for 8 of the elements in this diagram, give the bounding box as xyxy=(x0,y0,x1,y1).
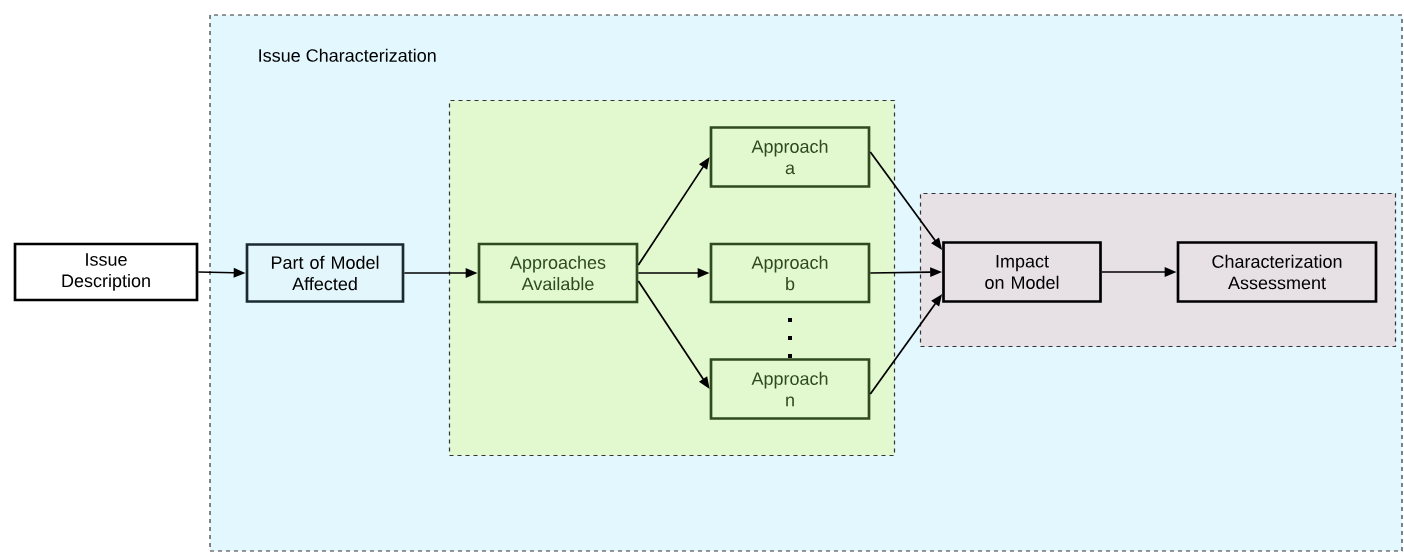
process-box: Approaches Available xyxy=(477,242,639,304)
process-box: Impact on Model xyxy=(942,241,1102,303)
process-box: Approach n xyxy=(709,358,871,420)
process-box: Approach b xyxy=(709,242,871,304)
process-box: Approach a xyxy=(709,126,871,188)
process-box: Part of Model Affected xyxy=(245,243,405,303)
process-box: Characterization Assessment xyxy=(1176,241,1378,303)
process-box: Issue Description xyxy=(13,242,199,302)
